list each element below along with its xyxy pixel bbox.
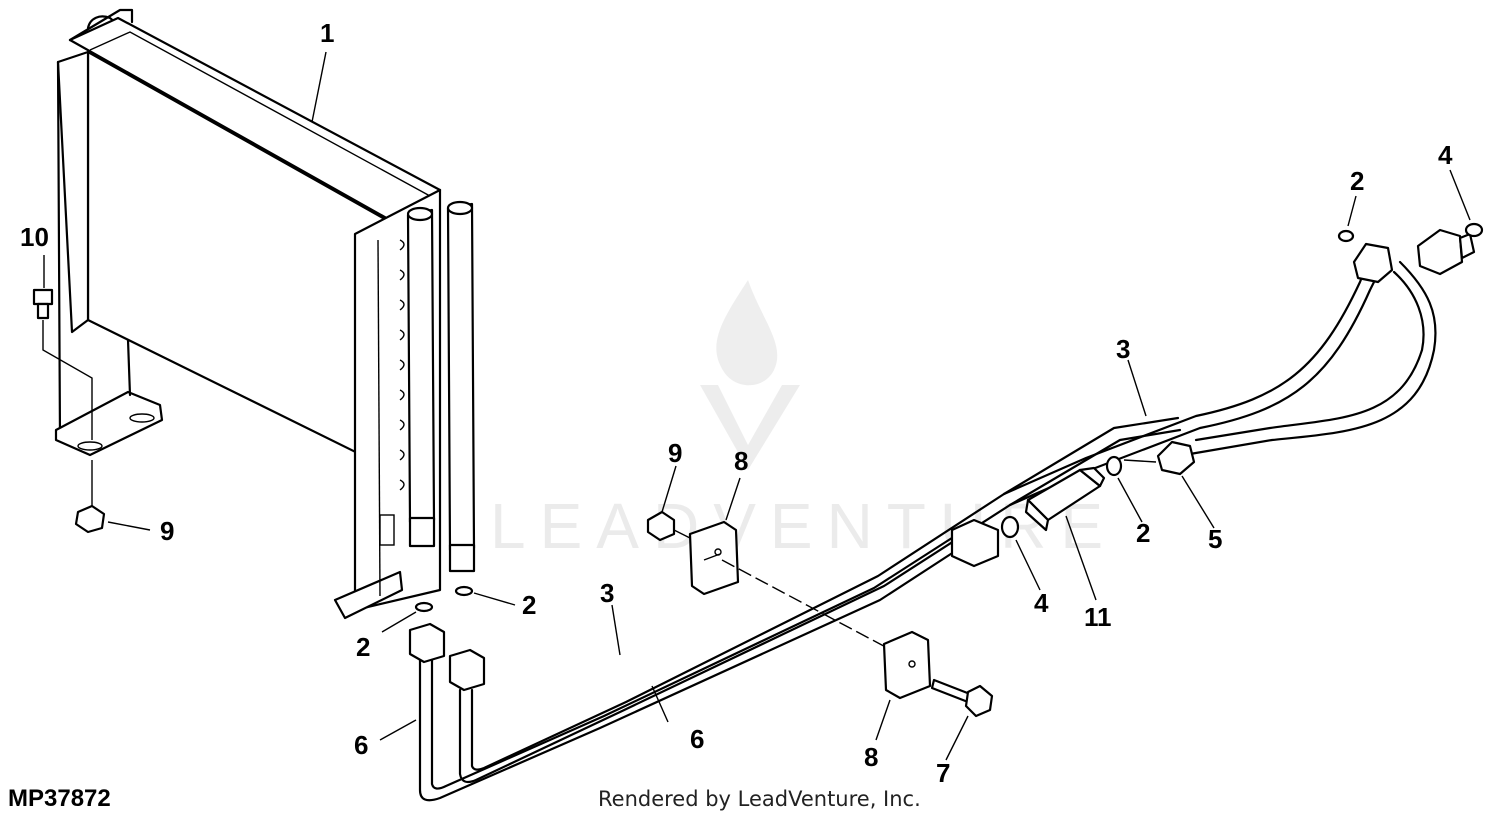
o-ring-4-upper: [1464, 222, 1484, 238]
callout-9-center: 9: [668, 438, 682, 468]
callout-2-middle: 2: [1136, 518, 1150, 548]
figure-id: MP37872: [8, 785, 111, 812]
callout-1: 1: [320, 18, 334, 48]
callout-8-lower: 8: [864, 742, 878, 772]
tube-end-fitting: [950, 518, 1000, 568]
callout-4-middle: 4: [1034, 588, 1049, 618]
callout-11: 11: [1084, 602, 1112, 632]
filter-11: [1024, 466, 1106, 532]
cap-screw-10: [32, 288, 93, 440]
callout-4-upper: 4: [1438, 140, 1453, 170]
watermark-flame-icon: [716, 280, 778, 386]
callout-6-left: 6: [354, 730, 368, 760]
line-3: [448, 260, 1437, 784]
nut-upper-right: [1352, 242, 1394, 284]
callout-2-upper: 2: [1350, 166, 1364, 196]
nut-9-left: [74, 460, 106, 534]
o-ring-2-middle: [1105, 455, 1123, 477]
cap-screw-7: [930, 678, 994, 718]
leader-lines: [43, 51, 1471, 761]
watermark-v-icon: [700, 385, 800, 470]
clamp-8-upper: [688, 520, 740, 596]
callout-2-left: 2: [356, 632, 370, 662]
render-credit: Rendered by LeadVenture, Inc.: [598, 787, 921, 811]
nut-5: [1156, 440, 1196, 476]
adapter-fitting: [1416, 228, 1476, 276]
callout-5: 5: [1208, 524, 1222, 554]
watermark: LEADVENTURE: [490, 280, 1117, 562]
callout-3-upper: 3: [1116, 334, 1130, 364]
clamp-8-lower: [882, 630, 932, 700]
callout-9-left: 9: [160, 516, 174, 546]
o-ring-2-left: [414, 601, 434, 613]
callout-2-right: 2: [522, 590, 536, 620]
o-ring-2-upper: [1337, 229, 1355, 243]
callout-10: 10: [20, 222, 49, 252]
callout-7: 7: [936, 758, 950, 788]
cooler-fins: [399, 239, 405, 491]
watermark-text: LEADVENTURE: [490, 490, 1117, 562]
callout-8-upper: 8: [734, 446, 748, 476]
o-ring-4-middle: [1000, 515, 1020, 539]
callout-3-lower: 3: [600, 578, 614, 608]
clamp-centerline: [721, 559, 911, 661]
o-ring-2-right: [454, 585, 474, 597]
oil-cooler: [54, 8, 476, 620]
nut-9-center: [646, 510, 676, 542]
line-6: [408, 534, 962, 802]
callout-6-right: 6: [690, 724, 704, 754]
